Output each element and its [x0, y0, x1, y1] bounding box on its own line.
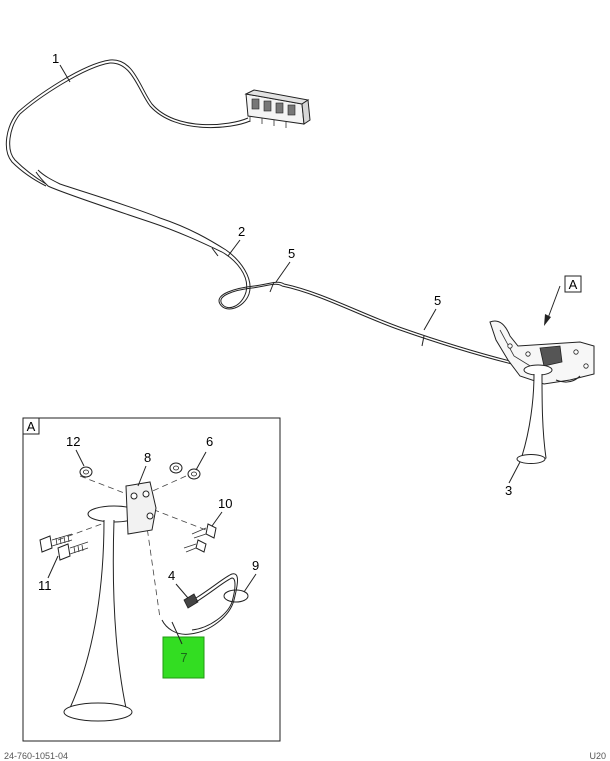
- callout-12: 12: [66, 434, 80, 449]
- bolts-11: [39, 533, 89, 561]
- upper-callouts: 1 2 5 5 3: [52, 51, 521, 498]
- callout-3: 3: [505, 483, 512, 498]
- view-marker-letter: A: [569, 277, 578, 292]
- detail-view-a: A: [22, 417, 281, 742]
- horn-bracket-assembly: [489, 320, 595, 464]
- view-marker: A: [544, 275, 582, 326]
- detail-harness: [161, 573, 249, 635]
- callout-2: 2: [238, 224, 245, 239]
- callout-4: 4: [168, 568, 175, 583]
- callout-6: 6: [206, 434, 213, 449]
- callout-1: 1: [52, 51, 59, 66]
- harness-wire: [5, 59, 559, 381]
- callout-5-second: 5: [434, 293, 441, 308]
- footer-right-code: U20: [589, 751, 606, 761]
- callout-9: 9: [252, 558, 259, 573]
- callout-8: 8: [144, 450, 151, 465]
- connector-block: [244, 89, 311, 128]
- nut-12: [79, 466, 93, 478]
- callout-5-first: 5: [288, 246, 295, 261]
- callout-7[interactable]: 7: [180, 650, 187, 665]
- nut-6: [169, 462, 201, 480]
- highlight-box-7[interactable]: [162, 636, 205, 679]
- bolts-10: [183, 523, 217, 553]
- detail-horn: [63, 481, 157, 722]
- footer-left-code: 24-760-1051-04: [4, 751, 68, 761]
- callout-10: 10: [218, 496, 232, 511]
- detail-label: A: [27, 419, 36, 434]
- callout-11: 11: [38, 578, 52, 593]
